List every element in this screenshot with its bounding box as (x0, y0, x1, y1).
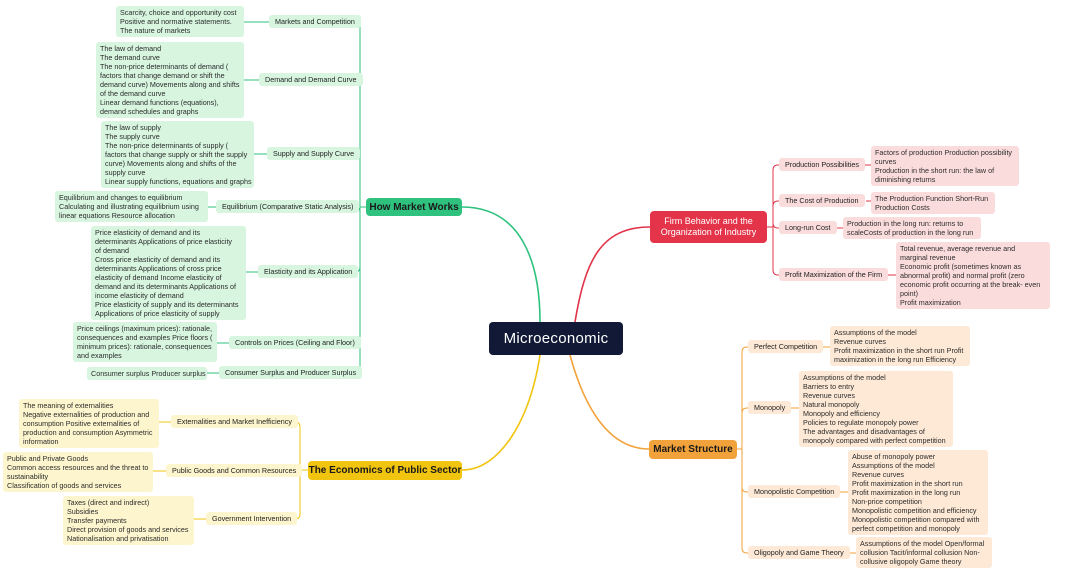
edge-structure-topic (741, 547, 748, 554)
edge-root-public (461, 354, 541, 471)
edge-firm-topic (772, 164, 779, 171)
topic-production-possibilities[interactable]: Production Possibilities (779, 158, 865, 171)
branch-firm-label-line2: Organization of Industry (660, 227, 757, 237)
edge-structure-topic (741, 407, 748, 414)
topic-equilibrium[interactable]: Equilibrium (Comparative Static Analysis… (216, 200, 360, 213)
edge-root-market (461, 206, 541, 323)
branch-how-market-works[interactable]: How Market Works (366, 198, 462, 216)
topic-cost-of-production[interactable]: The Cost of Production (779, 194, 865, 207)
branch-market-structure[interactable]: Market Structure (649, 440, 737, 459)
edge-firm-topic (772, 200, 779, 207)
edge-root-firm (574, 226, 651, 323)
topic-externalities[interactable]: Externalities and Market Inefficiency (171, 415, 298, 428)
edge-structure-topic (741, 486, 748, 493)
topic-monopolistic-competition[interactable]: Monopolistic Competition (748, 485, 841, 498)
branch-public-sector[interactable]: The Economics of Public Sector (308, 461, 462, 480)
topic-perfect-competition[interactable]: Perfect Competition (748, 340, 824, 353)
root-node[interactable]: Microeconomic (489, 322, 623, 355)
topic-supply-curve[interactable]: Supply and Supply Curve (267, 147, 361, 160)
note-surplus: Consumer surplus Producer surplus (87, 367, 207, 380)
topic-long-run-cost[interactable]: Long-run Cost (779, 221, 837, 234)
topic-price-controls[interactable]: Controls on Prices (Ceiling and Floor) (229, 336, 361, 349)
branch-firm-label-line1: Firm Behavior and the (664, 216, 753, 226)
topic-elasticity[interactable]: Elasticity and its Application (258, 265, 359, 278)
edge-firm-topic (772, 222, 779, 229)
topic-demand-curve[interactable]: Demand and Demand Curve (259, 73, 363, 86)
edge-root-structure (569, 354, 650, 450)
topic-monopoly[interactable]: Monopoly (748, 401, 792, 414)
topic-markets-competition[interactable]: Markets and Competition (269, 15, 361, 28)
branch-firm-behavior[interactable]: Firm Behavior and the Organization of In… (650, 211, 767, 243)
topic-profit-maximization[interactable]: Profit Maximization of the Firm (779, 268, 889, 281)
topic-public-goods[interactable]: Public Goods and Common Resources (166, 464, 303, 477)
topic-oligopoly[interactable]: Oligopoly and Game Theory (748, 546, 850, 559)
note-price-controls: Price ceilings (maximum prices): rationa… (73, 322, 217, 362)
topic-surplus[interactable]: Consumer Surplus and Producer Surplus (219, 366, 363, 379)
topic-government-intervention[interactable]: Government Intervention (206, 512, 298, 525)
edge-structure-topic (741, 346, 748, 353)
edge-firm-topic (772, 269, 779, 276)
note-production-possibilities: Factors of production Production possibi… (871, 146, 1019, 186)
